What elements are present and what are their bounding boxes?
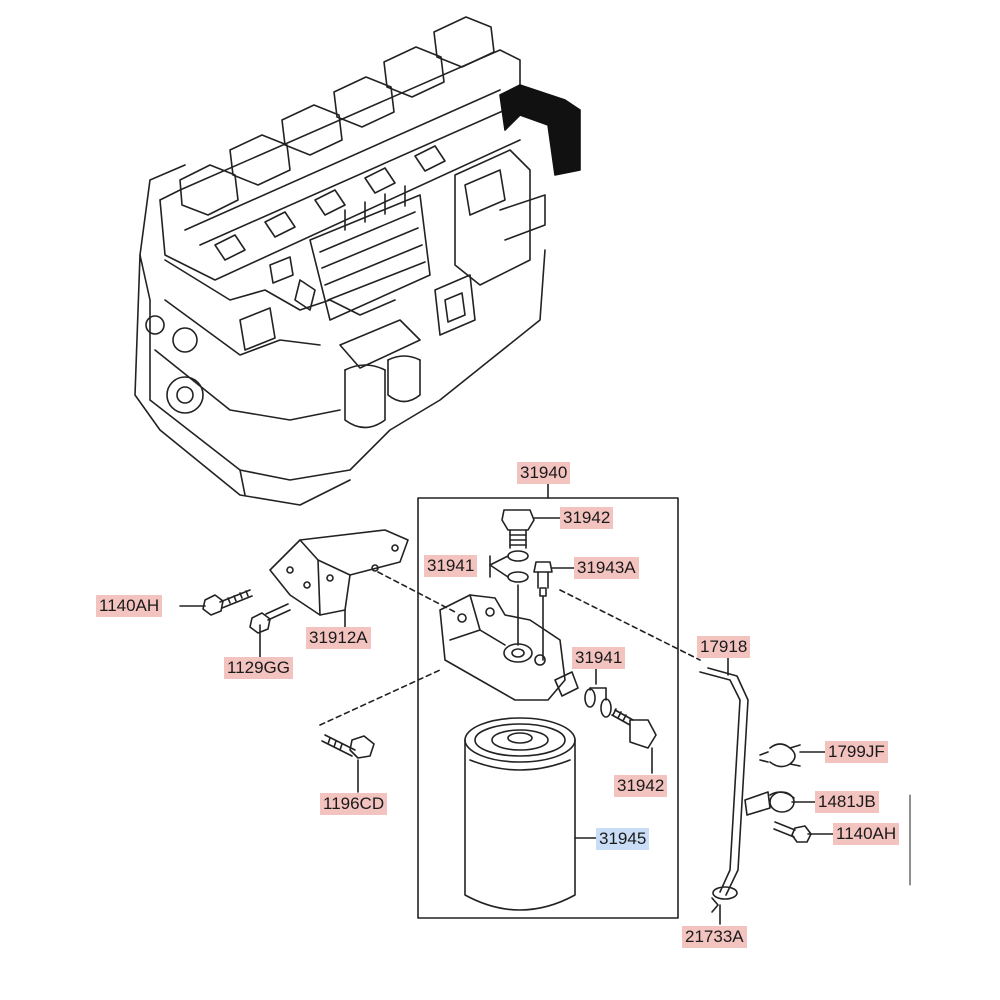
clamp-illustration xyxy=(759,743,801,768)
label-hose[interactable]: 17918 xyxy=(697,636,751,658)
hose-illustration xyxy=(699,667,749,913)
label-air-vent-plug[interactable]: 31943A xyxy=(574,557,639,579)
clip-illustration xyxy=(744,791,795,816)
label-clip[interactable]: 1481JB xyxy=(815,791,879,813)
label-bolt-lower[interactable]: 1129GG xyxy=(224,657,294,679)
label-bolt-top[interactable]: 31942 xyxy=(560,507,614,529)
washer-side-1 xyxy=(584,688,596,708)
label-washers-side[interactable]: 31941 xyxy=(572,647,626,669)
label-fuel-filter[interactable]: 31945 xyxy=(596,828,650,850)
dashed-guide-hose xyxy=(559,589,701,661)
bolt-lower-illustration xyxy=(249,603,291,634)
bolt-long-illustration xyxy=(321,734,375,759)
label-bolt-bracket[interactable]: 1140AH xyxy=(96,595,163,617)
label-bracket[interactable]: 31912A xyxy=(306,627,371,649)
fuel-filter-illustration xyxy=(464,717,576,911)
washer-top-1 xyxy=(507,550,529,562)
washer-side-2 xyxy=(600,698,612,718)
engine-block-illustration xyxy=(134,16,581,506)
label-bolt-clip[interactable]: 1140AH xyxy=(833,823,900,845)
bracket-illustration xyxy=(269,529,409,616)
leader-lines xyxy=(179,517,911,925)
bolt-clip-illustration xyxy=(773,821,812,843)
label-bolt-side[interactable]: 31942 xyxy=(614,775,668,797)
air-vent-plug-illustration xyxy=(533,561,553,661)
label-assembly[interactable]: 31940 xyxy=(517,462,571,484)
dashed-guide-long-bolt xyxy=(319,669,441,726)
washer-top-2 xyxy=(507,571,529,583)
bolt-top-illustration xyxy=(501,509,535,549)
label-bolt-long[interactable]: 1196CD xyxy=(320,793,388,815)
bolt-bracket-illustration xyxy=(202,589,253,616)
bolt-side-illustration xyxy=(611,708,657,749)
label-hose-clamp[interactable]: 21733A xyxy=(682,926,747,948)
dashed-guide-bracket xyxy=(377,571,456,613)
label-clamp[interactable]: 1799JF xyxy=(825,741,888,763)
label-washers-top[interactable]: 31941 xyxy=(424,555,478,577)
filter-head-illustration xyxy=(439,594,579,701)
